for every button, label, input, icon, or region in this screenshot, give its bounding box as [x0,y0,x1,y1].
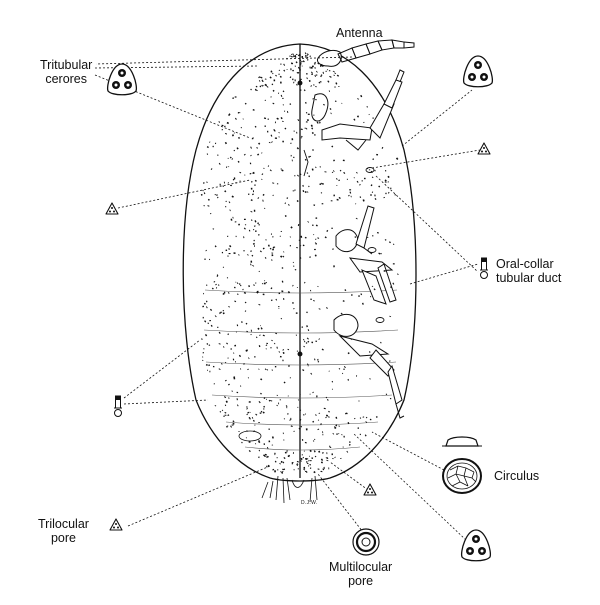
tritubular-cerores-label: Tritubular cerores [40,58,92,86]
antenna-label: Antenna [336,26,383,40]
multilocular-pore-label: Multilocular pore [329,560,392,588]
trilocular-pore-icon [105,202,119,215]
trilocular-pore-icon [109,518,123,531]
hindleg [333,269,405,419]
multilocular-label-line2: pore [348,574,374,588]
oral-collar-label-line1: Oral-collar [496,257,554,271]
tritubular-cerore-icon [460,529,492,562]
anal-lobes [261,475,318,504]
antenna-label-text: Antenna [336,26,383,40]
body-outline [182,43,417,482]
oral-collar-label: Oral-collar tubular duct [496,257,561,285]
oral-collar-duct-icon [114,395,122,417]
trilocular-label-line2: pore [50,531,76,545]
antenna [317,39,415,67]
foreleg [311,69,405,151]
trilocular-pore-icon [477,142,491,155]
tritubular-label-line1: Tritubular [40,58,93,72]
body-circulus [238,430,262,442]
trilocular-label-line1: Trilocular [38,517,89,531]
midleg [335,205,397,303]
tritubular-label-line2: cerores [45,72,88,86]
tritubular-cerore-icon [106,63,138,96]
circulus-icon [442,436,482,494]
tritubular-cerore-icon [462,55,494,88]
artist-initials: D.J.W. [301,500,318,506]
trilocular-pore-icon [363,483,377,496]
ventral-structures [297,80,385,357]
multilocular-pore-icon [352,528,380,556]
leader-lines [94,56,481,541]
segment-lines [203,289,399,451]
multilocular-label-line1: Multilocular [329,560,393,574]
oral-collar-label-line2: tubular duct [496,271,562,285]
oral-collar-duct-icon [480,257,488,279]
trilocular-pore-label: Trilocular pore [38,517,89,545]
body-stipple [200,52,399,474]
circulus-label-text: Circulus [494,469,540,483]
circulus-label: Circulus [494,469,539,483]
